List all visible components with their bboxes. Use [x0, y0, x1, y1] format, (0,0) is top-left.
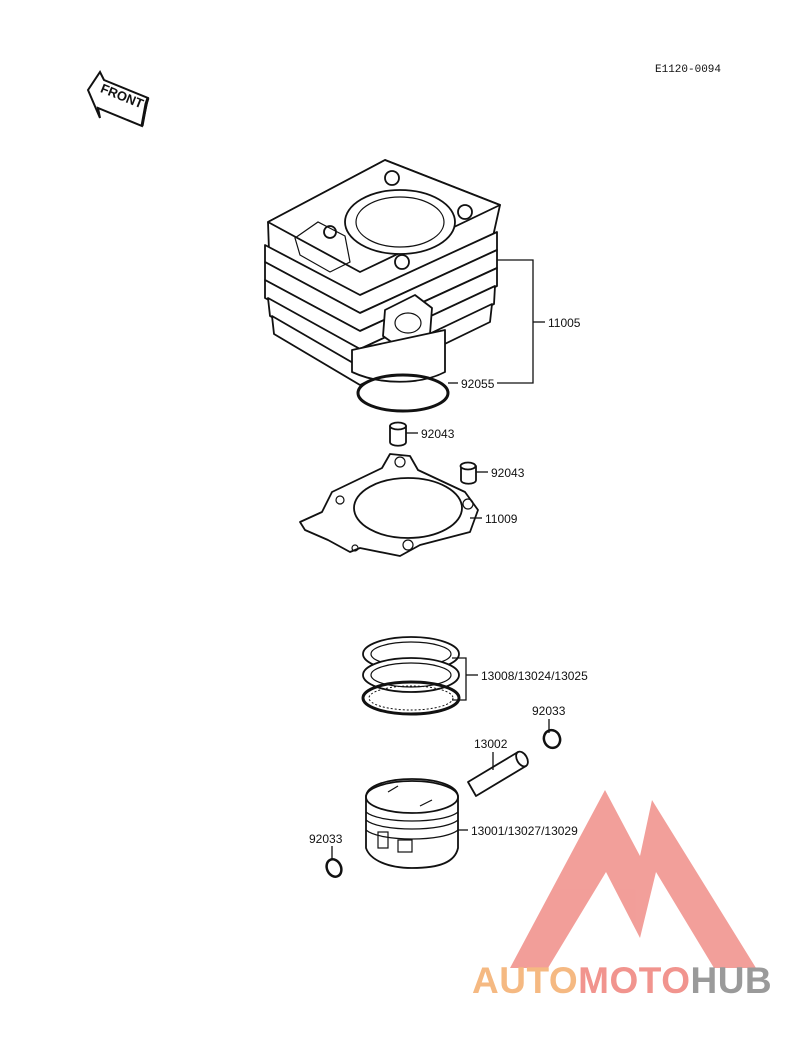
label-dowel-right: 92043	[491, 466, 525, 480]
label-piston: 13001/13027/13029	[471, 824, 578, 838]
label-circlip-right: 92033	[532, 704, 566, 718]
front-arrow-icon: FRONT	[86, 70, 150, 128]
watermark-logo-icon	[510, 790, 756, 968]
circlip-right	[542, 728, 562, 750]
piston	[365, 778, 459, 869]
watermark-text: AUTOMOTOHUB	[472, 962, 772, 999]
dowel-pin-left	[389, 421, 407, 447]
o-ring	[356, 373, 450, 413]
diagram-code: E1120-0094	[655, 64, 722, 76]
label-base-gasket: 11009	[485, 512, 518, 526]
piston-pin	[467, 750, 529, 797]
dowel-pin-right	[459, 461, 477, 485]
piston-rings	[361, 636, 461, 716]
watermark-moto: MOTO	[578, 960, 691, 1001]
label-o-ring: 92055	[461, 377, 495, 391]
circlip-left	[325, 858, 343, 878]
cylinder-block	[264, 159, 501, 386]
watermark-auto: AUTO	[472, 960, 579, 1001]
leader-lines	[331, 259, 550, 860]
label-circlip-left: 92033	[309, 832, 343, 846]
label-piston-rings: 13008/13024/13025	[481, 669, 588, 683]
label-cylinder: 11005	[548, 316, 581, 330]
label-piston-pin: 13002	[474, 737, 508, 751]
base-gasket	[299, 453, 479, 557]
watermark-hub: HUB	[690, 960, 773, 1001]
label-dowel-left: 92043	[421, 427, 455, 441]
